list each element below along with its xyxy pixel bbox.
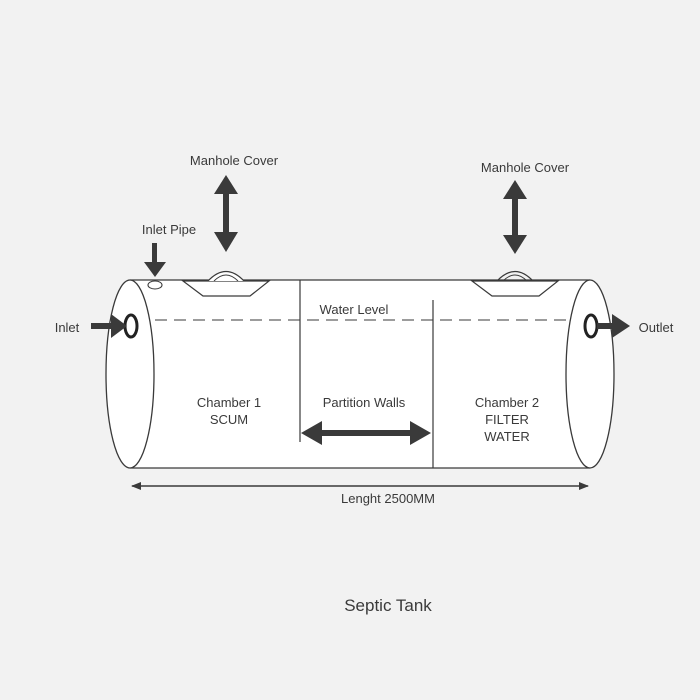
length-label: Lenght 2500MM [341, 491, 435, 506]
chamber2-label-line2: FILTER [485, 412, 529, 427]
chamber1-label-line2: SCUM [210, 412, 248, 427]
manhole-right-arrow [503, 180, 527, 254]
manhole-cover-left-label: Manhole Cover [190, 153, 279, 168]
inlet-label: Inlet [55, 320, 80, 335]
chamber1-label-line1: Chamber 1 [197, 395, 261, 410]
outlet-label: Outlet [639, 320, 674, 335]
partition-walls-label: Partition Walls [323, 395, 406, 410]
tank-left-end [105, 279, 155, 469]
diagram-title: Septic Tank [344, 596, 432, 615]
outlet-ring [583, 313, 599, 339]
manhole-cover-left [181, 270, 271, 297]
outlet-arrow [597, 314, 630, 338]
inlet-pipe-arrow [144, 243, 166, 277]
inlet-arrow [91, 314, 127, 338]
tank-body [130, 280, 590, 468]
chamber2-label-line1: Chamber 2 [475, 395, 539, 410]
chamber2-label-line3: WATER [484, 429, 530, 444]
water-level-label: Water Level [320, 302, 389, 317]
manhole-cover-right [470, 270, 560, 297]
tank-right-end [565, 279, 615, 469]
partition-walls-arrow [301, 421, 431, 445]
manhole-cover-right-label: Manhole Cover [481, 160, 570, 175]
inlet-pipe-label: Inlet Pipe [142, 222, 196, 237]
inlet-pipe-opening [147, 280, 163, 290]
manhole-left-arrow [214, 175, 238, 252]
